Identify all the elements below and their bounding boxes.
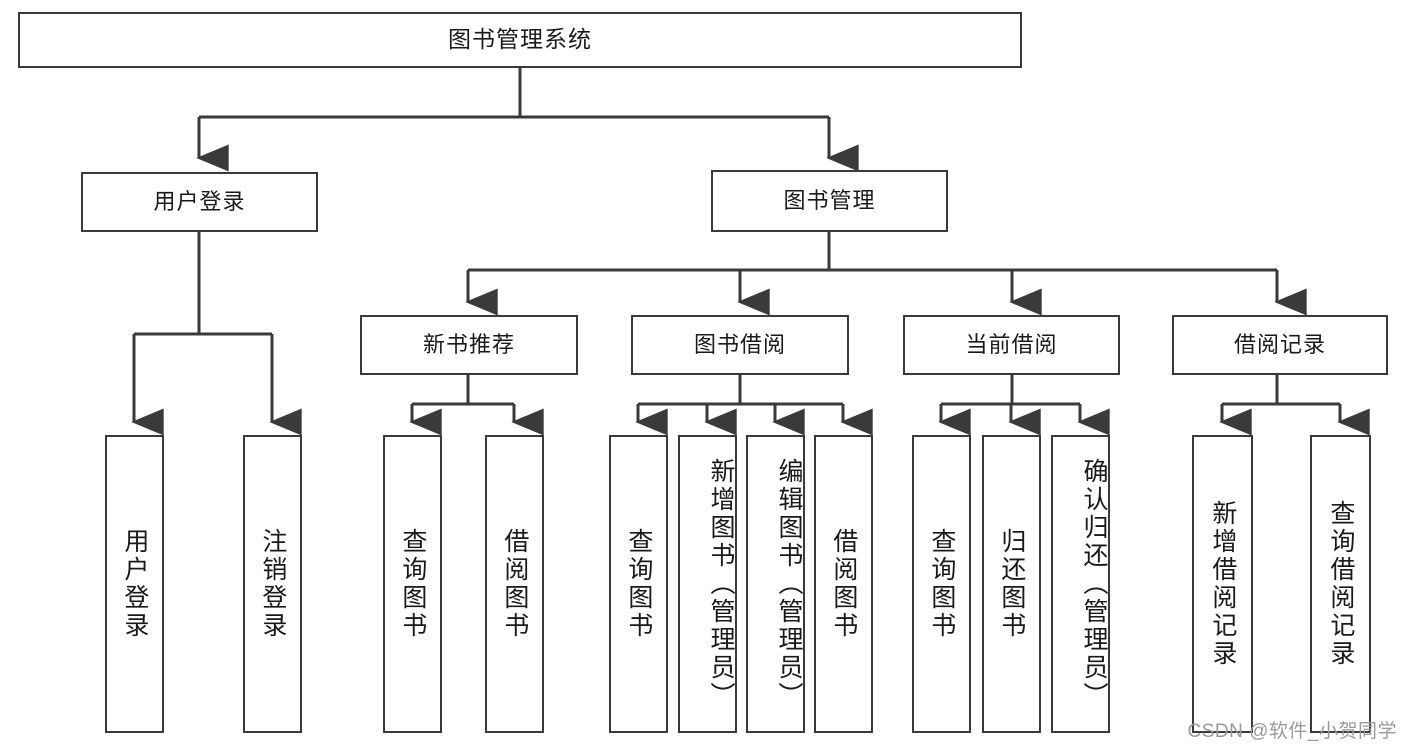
leaf-query-book-recommend[interactable]: 查询图书 xyxy=(383,435,442,733)
leaf-user-login[interactable]: 用户登录 xyxy=(105,435,164,733)
leaf-query-borrow-record[interactable]: 查询借阅记录 xyxy=(1310,435,1371,733)
leaf-confirm-return-admin[interactable]: 确认归还（管理员） xyxy=(1051,435,1110,733)
leaf-return-book[interactable]: 归还图书 xyxy=(982,435,1041,733)
leaf-query-book-current[interactable]: 查询图书 xyxy=(912,435,971,733)
leaf-add-book-admin[interactable]: 新增图书（管理员） xyxy=(678,435,737,733)
leaf-add-borrow-record[interactable]: 新增借阅记录 xyxy=(1192,435,1253,733)
node-book-borrow[interactable]: 图书借阅 xyxy=(631,315,849,375)
node-user-login[interactable]: 用户登录 xyxy=(81,172,318,232)
node-borrow-record[interactable]: 借阅记录 xyxy=(1172,315,1388,375)
node-book-management[interactable]: 图书管理 xyxy=(711,170,948,232)
leaf-query-book-borrow[interactable]: 查询图书 xyxy=(609,435,668,733)
node-current-borrow[interactable]: 当前借阅 xyxy=(903,315,1120,375)
leaf-borrow-book-recommend[interactable]: 借阅图书 xyxy=(485,435,544,733)
leaf-borrow-book-borrow[interactable]: 借阅图书 xyxy=(814,435,873,733)
node-new-book-recommend[interactable]: 新书推荐 xyxy=(360,315,578,375)
leaf-logout-login[interactable]: 注销登录 xyxy=(243,435,302,733)
csdn-watermark: CSDN @软件_小贺同学 xyxy=(1187,721,1397,742)
leaf-edit-book-admin[interactable]: 编辑图书（管理员） xyxy=(746,435,805,733)
node-root-system[interactable]: 图书管理系统 xyxy=(18,12,1022,68)
